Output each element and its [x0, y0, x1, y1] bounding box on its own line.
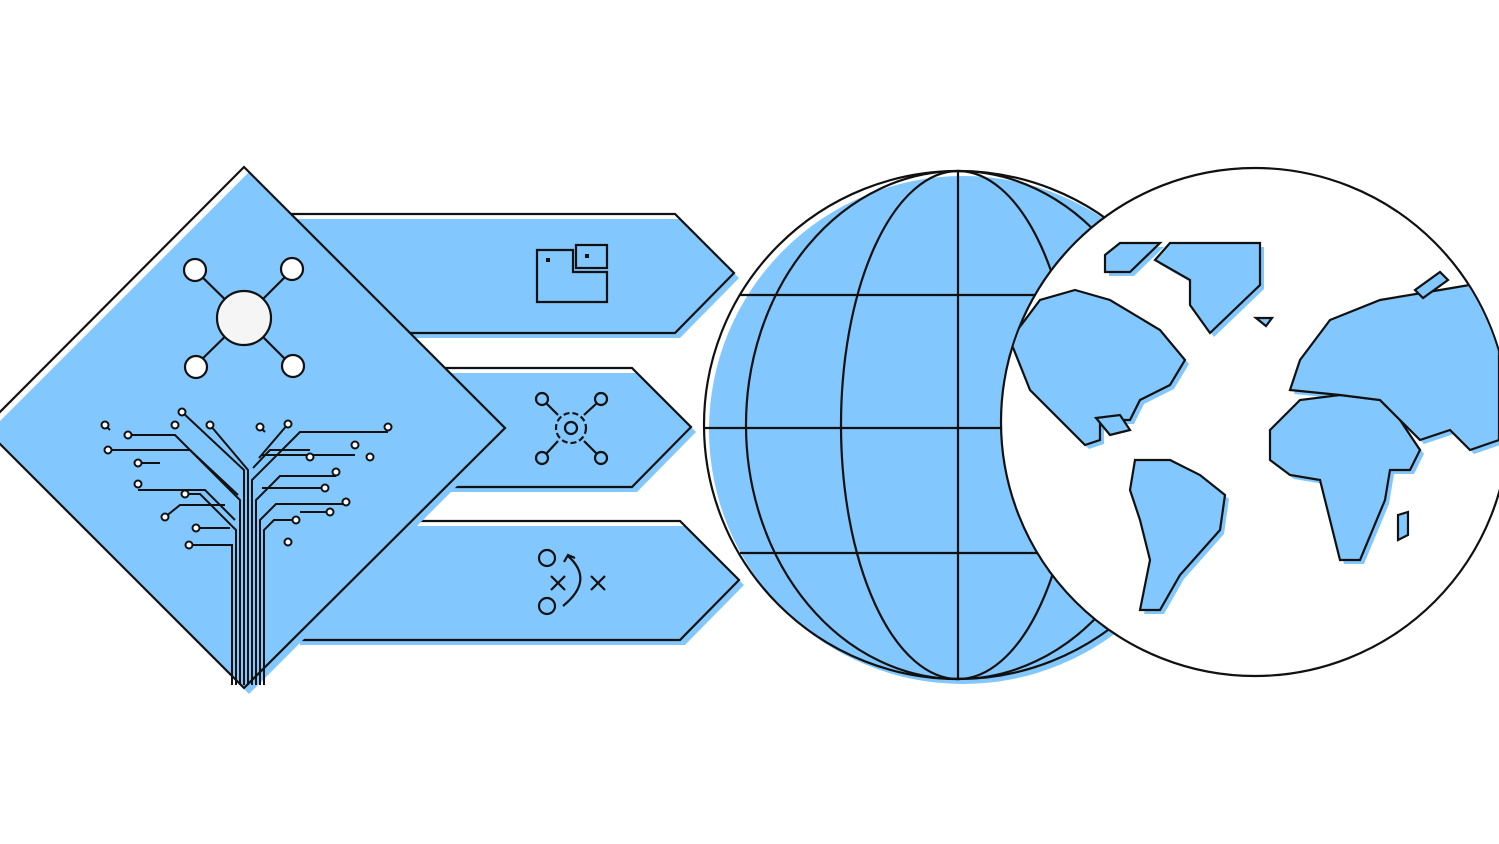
gear-network-icon [534, 391, 609, 466]
arrow-banner-3 [293, 519, 744, 645]
diamond-panel [0, 165, 510, 694]
world-map-icon [999, 166, 1499, 678]
strategy-play-icon [537, 548, 606, 616]
network-node-icon [182, 256, 306, 380]
arrow-banner-2 [443, 366, 696, 492]
windows-icon [535, 243, 609, 304]
circuit-tree-icon [100, 407, 393, 685]
